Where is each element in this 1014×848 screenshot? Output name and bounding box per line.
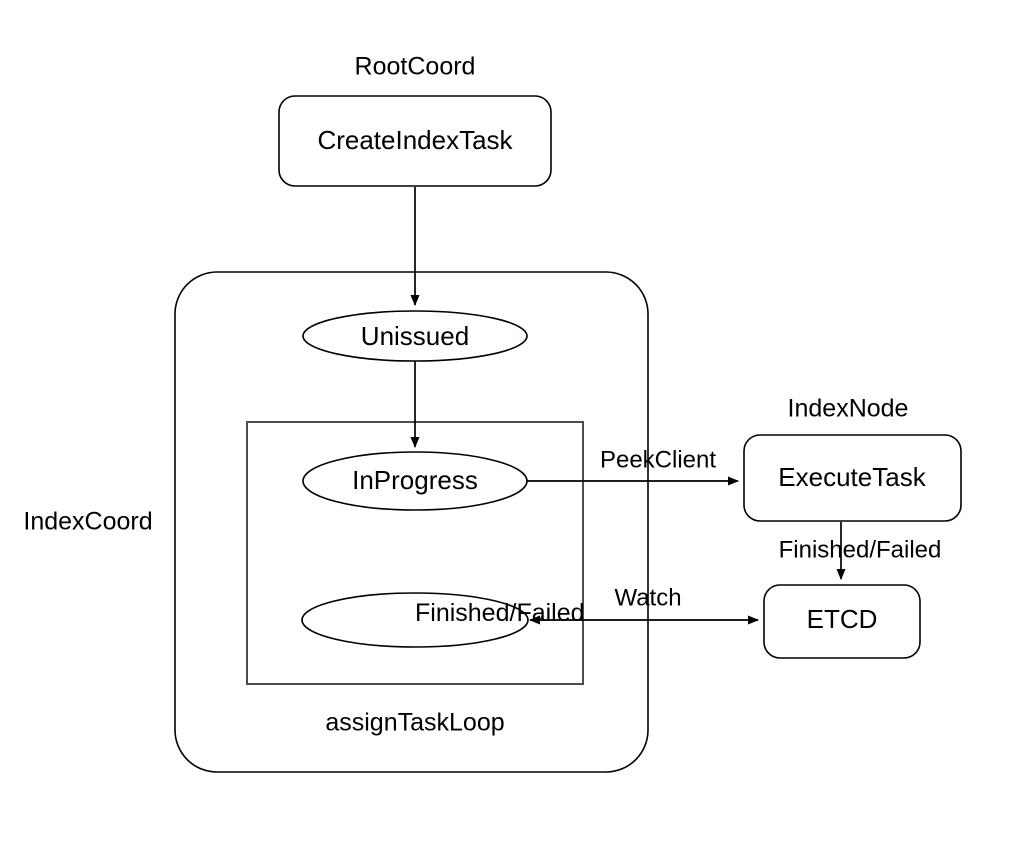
group-label-root-coord: RootCoord (355, 53, 476, 81)
node-finished-failed[interactable] (301, 592, 529, 648)
node-create-index-task[interactable] (278, 95, 552, 187)
index-coord-container (174, 271, 649, 773)
group-label-assign-task-loop: assignTaskLoop (325, 709, 504, 737)
node-etcd-label: ETCD (807, 604, 878, 634)
node-execute-task[interactable] (743, 434, 962, 522)
node-in-progress[interactable] (302, 451, 528, 511)
edge-label-finished-failed: Finished/Failed (779, 536, 942, 563)
edge-label-watch: Watch (614, 584, 681, 611)
node-unissued-label: Unissued (361, 321, 469, 351)
node-etcd[interactable] (763, 584, 921, 659)
group-label-index-coord: IndexCoord (23, 508, 152, 536)
node-unissued[interactable] (302, 310, 528, 362)
node-in-progress-label: InProgress (352, 465, 478, 495)
edge-label-peek-client: PeekClient (600, 446, 716, 473)
group-label-index-node: IndexNode (788, 395, 909, 423)
node-execute-task-label: ExecuteTask (778, 462, 926, 492)
node-finished-failed-label: Finished/Failed (415, 599, 585, 627)
node-create-index-task-label: CreateIndexTask (317, 125, 513, 155)
